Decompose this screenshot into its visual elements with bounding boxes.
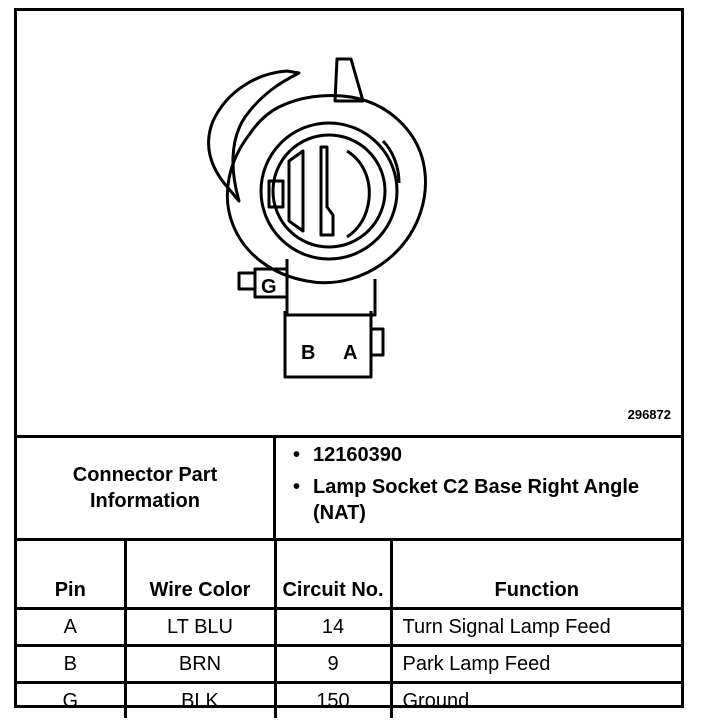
table-header-row: Pin Wire Color Circuit No. Function: [17, 541, 681, 610]
cell-circuit-no: 14: [273, 607, 393, 647]
pinout-table: Pin Wire Color Circuit No. Function A LT…: [17, 541, 681, 718]
latch-arm: [207, 69, 301, 203]
cell-function: Ground: [389, 681, 681, 718]
part-description: Lamp Socket C2 Base Right Angle (NAT): [285, 474, 675, 526]
cell-wire-color: BRN: [123, 644, 277, 684]
lower-body: [285, 259, 377, 317]
connector-diagram: G B A 296872: [17, 11, 681, 438]
cell-function: Park Lamp Feed: [389, 644, 681, 684]
figure-id: 296872: [627, 407, 671, 422]
cell-pin: G: [17, 681, 127, 718]
header-wire-color: Wire Color: [123, 541, 277, 610]
table-row: G BLK 150 Ground: [17, 681, 681, 718]
connector-part-details: 12160390 Lamp Socket C2 Base Right Angle…: [285, 442, 675, 532]
cell-wire-color: LT BLU: [123, 607, 277, 647]
pin-label-g: G: [261, 276, 277, 298]
socket-ring: [259, 121, 399, 261]
cell-pin: B: [17, 644, 127, 684]
cell-circuit-no: 150: [273, 681, 393, 718]
table-row: B BRN 9 Park Lamp Feed: [17, 644, 681, 684]
connector-part-info-label: Connector Part Information: [17, 438, 276, 538]
header-function: Function: [389, 541, 681, 610]
pin-label-b: B: [301, 342, 315, 364]
housing-outer: [225, 93, 427, 285]
table-row: A LT BLU 14 Turn Signal Lamp Feed: [17, 607, 681, 647]
header-pin: Pin: [17, 541, 127, 610]
cell-function: Turn Signal Lamp Feed: [389, 607, 681, 647]
terminal-block: [283, 311, 373, 379]
lamp-socket-drawing: G B A: [207, 57, 427, 379]
connector-info: Connector Part Information 12160390 Lamp…: [17, 438, 681, 541]
socket-inner: [271, 133, 387, 249]
header-circuit-no: Circuit No.: [273, 541, 393, 610]
cell-circuit-no: 9: [273, 644, 393, 684]
cell-wire-color: BLK: [123, 681, 277, 718]
part-number: 12160390: [285, 442, 675, 468]
pin-label-a: A: [343, 342, 357, 364]
cell-pin: A: [17, 607, 127, 647]
connector-frame: G B A 296872 Connector Part Information …: [14, 8, 684, 718]
